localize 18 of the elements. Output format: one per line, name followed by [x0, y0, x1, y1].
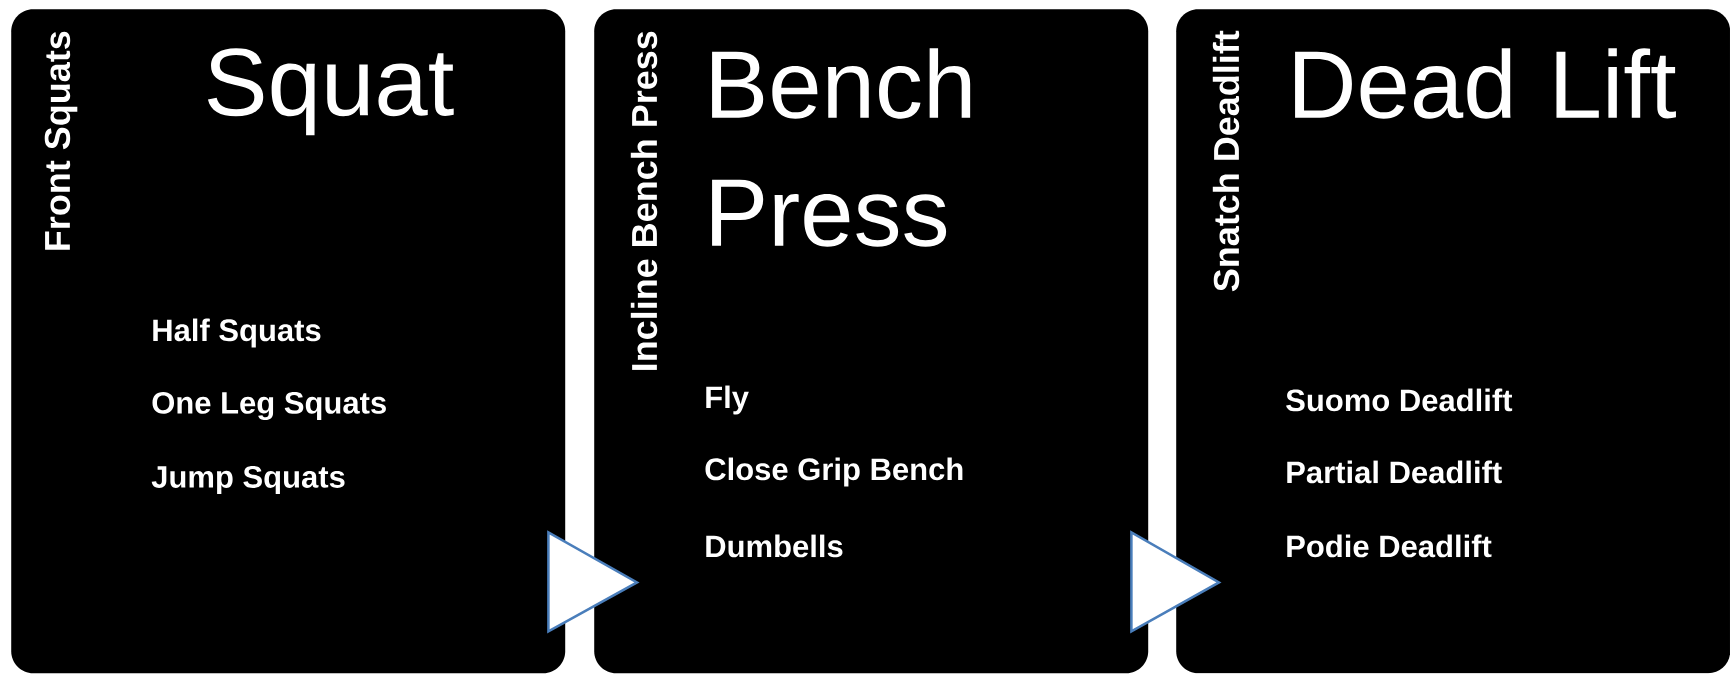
list-item: Jump Squats	[151, 465, 345, 494]
exercise-card	[11, 9, 566, 674]
list-item: Suomo Deadlift	[1286, 388, 1513, 412]
list-item: Close Grip Bench	[705, 457, 963, 487]
vertical-label: Incline Bench Press	[630, 31, 658, 370]
vertical-label: Front Squats	[44, 31, 78, 250]
heading: Bench Press	[712, 48, 971, 247]
vertical-label: Snatch Deadlift	[1212, 30, 1240, 292]
heading: Squat	[207, 48, 454, 136]
list-item: Fly	[706, 385, 749, 415]
exercise-card	[594, 9, 1149, 674]
list-item: One Leg Squats	[152, 391, 386, 421]
list-item: Podie Deadlift	[1287, 534, 1492, 558]
list-item: Partial Deadlift	[1287, 460, 1502, 484]
exercise-card	[1176, 9, 1730, 674]
heading: Dead Lift	[1295, 48, 1676, 119]
list-item: Dumbells	[706, 534, 843, 558]
list-item: Half Squats	[153, 318, 321, 348]
